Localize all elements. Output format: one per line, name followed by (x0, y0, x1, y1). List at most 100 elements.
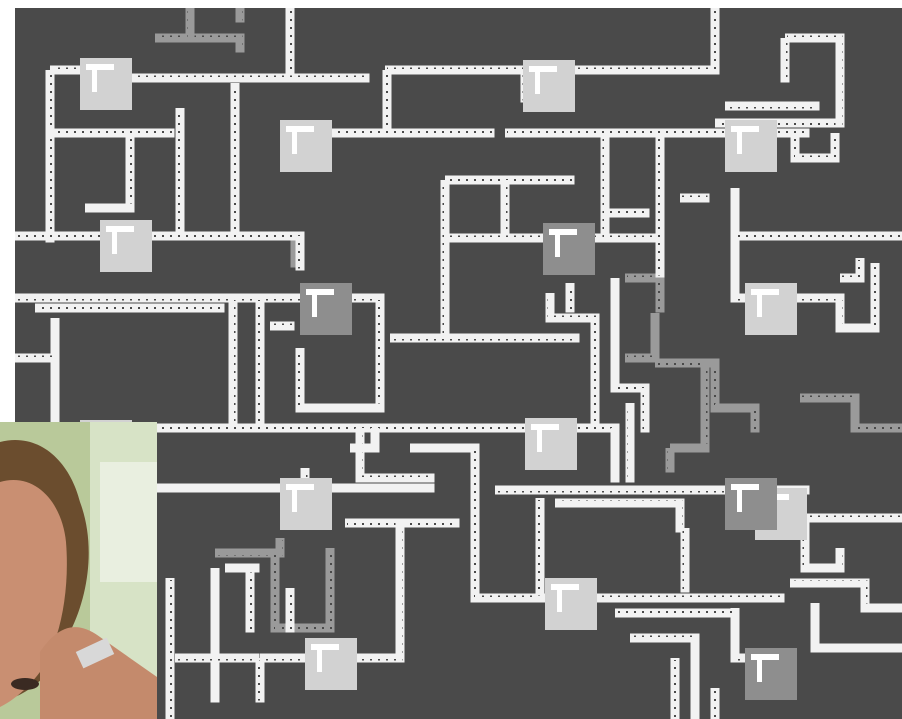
pipe-dots (128, 135, 133, 211)
pipe-dots (378, 300, 383, 411)
pipe-dots (668, 450, 673, 471)
pipe-dots (288, 10, 293, 73)
pipe-dots (288, 590, 293, 631)
pipe-dots (628, 405, 633, 481)
pipe-dots (298, 238, 303, 269)
terminal-box (745, 648, 797, 700)
pipe-dots (48, 72, 53, 241)
terminal-box (725, 120, 777, 172)
pipe-dots (362, 476, 433, 481)
pipe-dots (678, 505, 683, 531)
terminal-box (725, 478, 777, 530)
pipe-dots (17, 234, 303, 239)
pipe-dots (607, 211, 648, 216)
terminal-box (305, 638, 357, 690)
pipe-dots (673, 660, 678, 719)
pipe-dots (557, 501, 683, 506)
terminal-box (745, 283, 797, 335)
pipe-dots (227, 566, 258, 571)
pipe-dots (328, 550, 333, 631)
pipe-dots (802, 396, 858, 401)
pipe-dots (248, 570, 253, 631)
pipe-dots (277, 626, 333, 631)
pipe-dots (358, 430, 363, 481)
pipe-dots (753, 410, 758, 431)
pipe-dots (447, 178, 573, 183)
pipe-dots (352, 446, 378, 451)
pipe-dots (603, 135, 608, 241)
pipe-dots (693, 640, 698, 719)
pipe-dots (52, 131, 173, 136)
pipe-dots (272, 324, 293, 329)
pipe-dots (683, 530, 688, 591)
terminal-box (523, 60, 575, 112)
pipe-dots (792, 581, 868, 586)
pipe-dots (157, 36, 243, 41)
pipe-dots (787, 36, 843, 41)
pipe-dots (733, 610, 738, 661)
pipe-dots (867, 606, 902, 611)
pipe-dots (658, 135, 663, 276)
terminal-box (280, 478, 332, 530)
pipe-dots (857, 426, 902, 431)
pipe-dots (838, 40, 843, 126)
pipe-dots (713, 690, 718, 719)
pipe-dots (593, 320, 598, 431)
pipe-dots (258, 300, 263, 431)
pipe-dots (873, 265, 878, 331)
pipe-dots (617, 611, 738, 616)
pipe-dots (713, 10, 718, 73)
pipe-dots (658, 280, 663, 311)
pipe-dots (727, 104, 818, 109)
pipe-dots (613, 280, 618, 391)
pipe-dots (682, 196, 708, 201)
pipe-dots (392, 336, 578, 341)
terminal-box (525, 418, 577, 470)
pipe-dots (568, 285, 573, 311)
pipe-dots (168, 580, 173, 719)
webcam-overlay (0, 422, 157, 719)
pipe-dots (178, 110, 183, 239)
pipe-dots (473, 450, 478, 601)
pipe-dots (87, 206, 133, 211)
pipe-dots (783, 40, 788, 81)
terminal-box (80, 58, 132, 110)
pipe-dots (737, 234, 902, 239)
pipe-dots (385, 72, 390, 136)
pipe-dots (613, 430, 618, 481)
pipe-dots (643, 390, 648, 431)
pipe-dots (117, 76, 368, 81)
pipe-dots (503, 182, 508, 241)
pipe-dots (412, 446, 478, 451)
pipe-dots (627, 356, 658, 361)
person-photo (0, 422, 157, 719)
pipe-dots (443, 182, 448, 341)
pipe-dots (238, 10, 243, 21)
pipe-dots (238, 40, 243, 51)
pipe-dots (703, 365, 708, 451)
pipe-dots (302, 406, 383, 411)
pipe-dots (177, 656, 258, 661)
pipe-dots (477, 596, 783, 601)
terminal-box (280, 120, 332, 172)
pipe-dots (632, 636, 698, 641)
terminal-box (100, 220, 152, 272)
pipe-dots (733, 190, 738, 301)
terminal-box (545, 578, 597, 630)
pipe-dots (398, 525, 403, 661)
pipe-dots (37, 306, 223, 311)
pipe-dots (833, 135, 838, 161)
pipe-dots (672, 446, 708, 451)
pipe-dots (188, 10, 193, 41)
pipe-dots (231, 300, 236, 431)
pipe-dots (538, 500, 543, 596)
pipe-dots (838, 550, 843, 571)
pipe-dots (233, 85, 238, 231)
terminal-group (80, 58, 807, 700)
pipe-dots (817, 646, 902, 651)
pipe-dots (858, 260, 863, 281)
pipe-dots (273, 555, 278, 631)
pipe-dots (17, 356, 58, 361)
pipe-dots (258, 660, 263, 701)
terminal-box (300, 283, 352, 335)
